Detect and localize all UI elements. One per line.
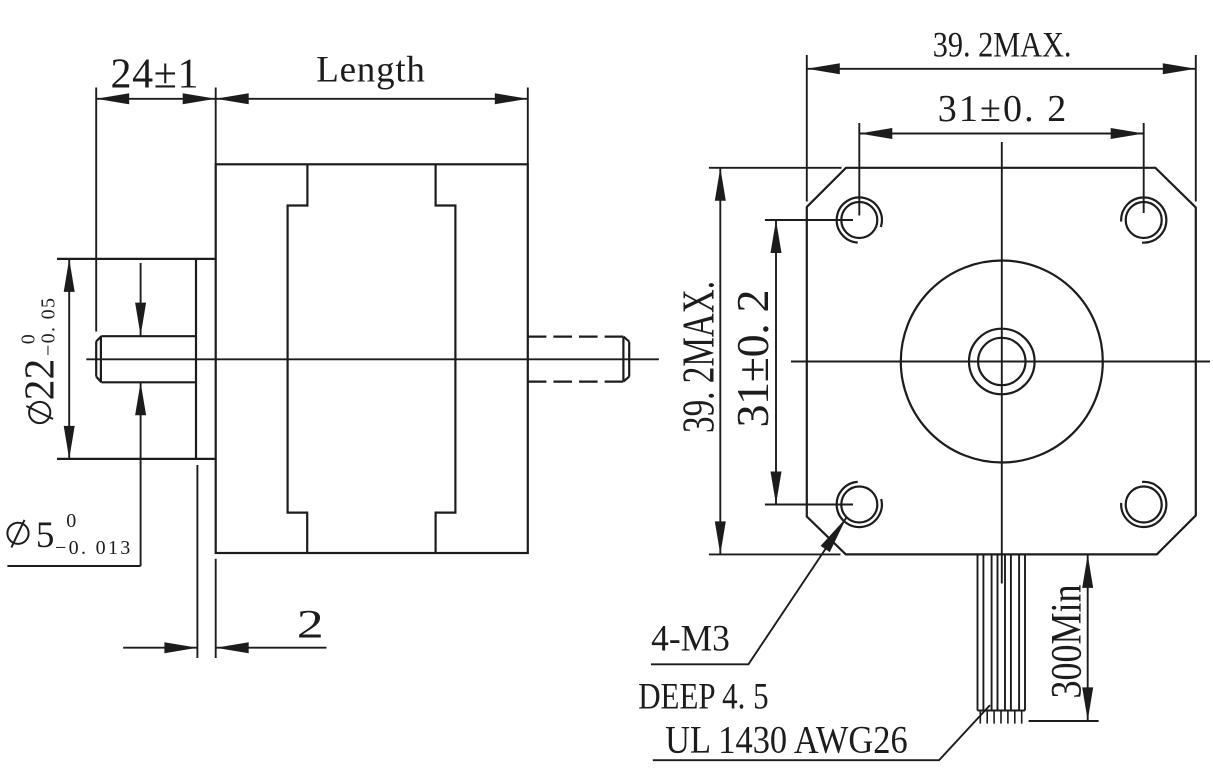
svg-text:0: 0 bbox=[18, 334, 40, 344]
svg-text:24±1: 24±1 bbox=[111, 51, 199, 97]
svg-text:−0. 05: −0. 05 bbox=[38, 298, 60, 356]
svg-text:4-M3: 4-M3 bbox=[651, 619, 730, 660]
svg-text:300Min: 300Min bbox=[1044, 585, 1091, 699]
svg-text:−0. 013: −0. 013 bbox=[55, 537, 130, 559]
svg-text:31±0. 2: 31±0. 2 bbox=[727, 290, 778, 428]
svg-text:39. 2MAX.: 39. 2MAX. bbox=[933, 24, 1072, 64]
svg-text:22: 22 bbox=[18, 359, 64, 401]
svg-text:31±0. 2: 31±0. 2 bbox=[938, 88, 1067, 130]
svg-text:5: 5 bbox=[36, 515, 55, 556]
svg-text:Length: Length bbox=[316, 50, 425, 91]
svg-text:2: 2 bbox=[297, 603, 324, 647]
svg-text:39. 2MAX.: 39. 2MAX. bbox=[673, 281, 724, 433]
svg-text:DEEP 4. 5: DEEP 4. 5 bbox=[638, 677, 768, 718]
svg-text:UL 1430 AWG26: UL 1430 AWG26 bbox=[665, 719, 908, 762]
svg-text:0: 0 bbox=[66, 510, 76, 532]
